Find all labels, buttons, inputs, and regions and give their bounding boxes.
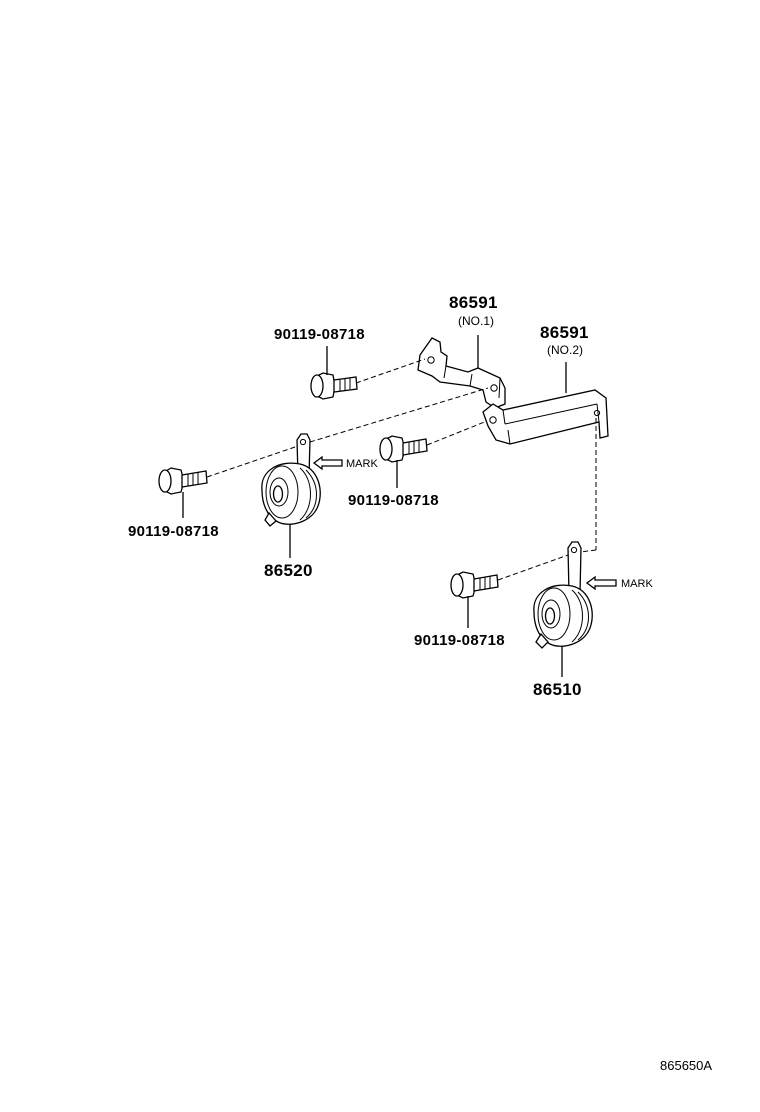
bracket-no1[interactable] (417, 337, 506, 409)
mark-arrow-lower-icon (585, 575, 617, 591)
mark-arrow-upper-icon (312, 455, 343, 471)
assembly-line-to-horn-high (579, 549, 597, 553)
label-mark-lower: MARK (621, 578, 653, 590)
horn-86520[interactable] (261, 433, 321, 527)
assembly-line-bracket-link (309, 387, 489, 443)
assembly-line-lower-bolt (497, 554, 569, 581)
label-bracket-no2-sub: (NO.2) (547, 343, 583, 357)
bolt-lower[interactable] (450, 571, 499, 599)
bracket-no2[interactable] (482, 389, 609, 445)
label-mark-upper: MARK (346, 458, 378, 470)
assembly-line-left-bolt (206, 445, 299, 478)
label-bolt-lower: 90119-08718 (414, 632, 505, 649)
label-bolt-top: 90119-08718 (274, 326, 365, 343)
label-bracket-no1-part: 86591 (449, 293, 498, 312)
label-bolt-left: 90119-08718 (128, 523, 219, 540)
assembly-line-middle-bolt (426, 420, 488, 446)
label-horn-low: 86520 (264, 561, 313, 580)
bolt-top[interactable] (310, 372, 358, 400)
figure-code: 865650A (660, 1058, 712, 1073)
label-horn-high: 86510 (533, 680, 582, 699)
bolt-left[interactable] (158, 467, 208, 495)
label-bolt-middle: 90119-08718 (348, 492, 439, 509)
label-bracket-no1-sub: (NO.1) (458, 314, 494, 328)
horn-86510[interactable] (533, 541, 593, 649)
label-bracket-no2-part: 86591 (540, 323, 589, 342)
assembly-line-top-bolt (355, 358, 426, 384)
bolt-middle[interactable] (379, 435, 428, 463)
